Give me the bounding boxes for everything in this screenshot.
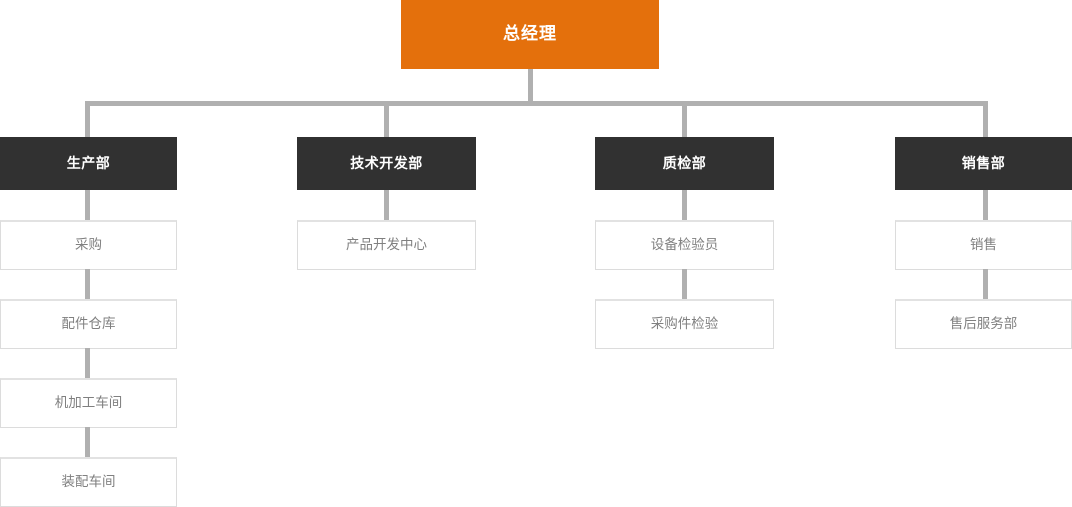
node-unit-after-sales-service-label: 售后服务部 bbox=[949, 316, 1018, 332]
node-unit-equipment-inspector-label: 设备检验员 bbox=[650, 237, 719, 253]
node-root-label: 总经理 bbox=[503, 24, 557, 44]
node-unit-assembly-workshop[interactable]: 装配车间 bbox=[0, 457, 177, 507]
connector-quality-to-unit-1 bbox=[682, 190, 687, 221]
node-unit-purchased-parts-inspection[interactable]: 采购件检验 bbox=[595, 299, 774, 349]
node-dept-sales[interactable]: 销售部 bbox=[895, 137, 1072, 190]
node-dept-technical-development[interactable]: 技术开发部 bbox=[297, 137, 476, 190]
connector-bus-to-dept-1 bbox=[85, 101, 90, 137]
connector-bus-to-dept-2 bbox=[384, 101, 389, 137]
node-unit-product-development-center[interactable]: 产品开发中心 bbox=[297, 220, 476, 270]
node-unit-equipment-inspector[interactable]: 设备检验员 bbox=[595, 220, 774, 270]
connector-horizontal-bus bbox=[85, 101, 988, 106]
node-dept-quality-inspection-label: 质检部 bbox=[662, 155, 707, 172]
connector-production-to-unit-4 bbox=[85, 427, 90, 458]
node-dept-sales-label: 销售部 bbox=[961, 155, 1006, 172]
node-unit-assembly-workshop-label: 装配车间 bbox=[61, 474, 116, 490]
node-unit-machining-workshop-label: 机加工车间 bbox=[54, 395, 123, 411]
node-dept-technical-development-label: 技术开发部 bbox=[350, 155, 423, 172]
node-unit-procurement-label: 采购 bbox=[75, 237, 102, 253]
connector-production-to-unit-1 bbox=[85, 190, 90, 221]
node-unit-machining-workshop[interactable]: 机加工车间 bbox=[0, 378, 177, 428]
node-unit-purchased-parts-inspection-label: 采购件检验 bbox=[650, 316, 719, 332]
node-dept-production[interactable]: 生产部 bbox=[0, 137, 177, 190]
connector-sales-to-unit-1 bbox=[983, 190, 988, 221]
connector-quality-to-unit-2 bbox=[682, 269, 687, 300]
node-unit-parts-warehouse-label: 配件仓库 bbox=[61, 316, 116, 332]
connector-production-to-unit-2 bbox=[85, 269, 90, 300]
connector-root-stem bbox=[528, 69, 533, 104]
node-unit-sales-label: 销售 bbox=[970, 237, 997, 253]
connector-sales-to-unit-2 bbox=[983, 269, 988, 300]
connector-techdev-to-unit-1 bbox=[384, 190, 389, 221]
node-dept-quality-inspection[interactable]: 质检部 bbox=[595, 137, 774, 190]
connector-production-to-unit-3 bbox=[85, 348, 90, 379]
connector-bus-to-dept-4 bbox=[983, 101, 988, 137]
node-unit-sales[interactable]: 销售 bbox=[895, 220, 1072, 270]
node-unit-after-sales-service[interactable]: 售后服务部 bbox=[895, 299, 1072, 349]
node-unit-product-development-center-label: 产品开发中心 bbox=[346, 237, 427, 253]
node-dept-production-label: 生产部 bbox=[66, 155, 111, 172]
node-unit-parts-warehouse[interactable]: 配件仓库 bbox=[0, 299, 177, 349]
node-unit-procurement[interactable]: 采购 bbox=[0, 220, 177, 270]
connector-bus-to-dept-3 bbox=[682, 101, 687, 137]
node-root-general-manager[interactable]: 总经理 bbox=[401, 0, 659, 69]
